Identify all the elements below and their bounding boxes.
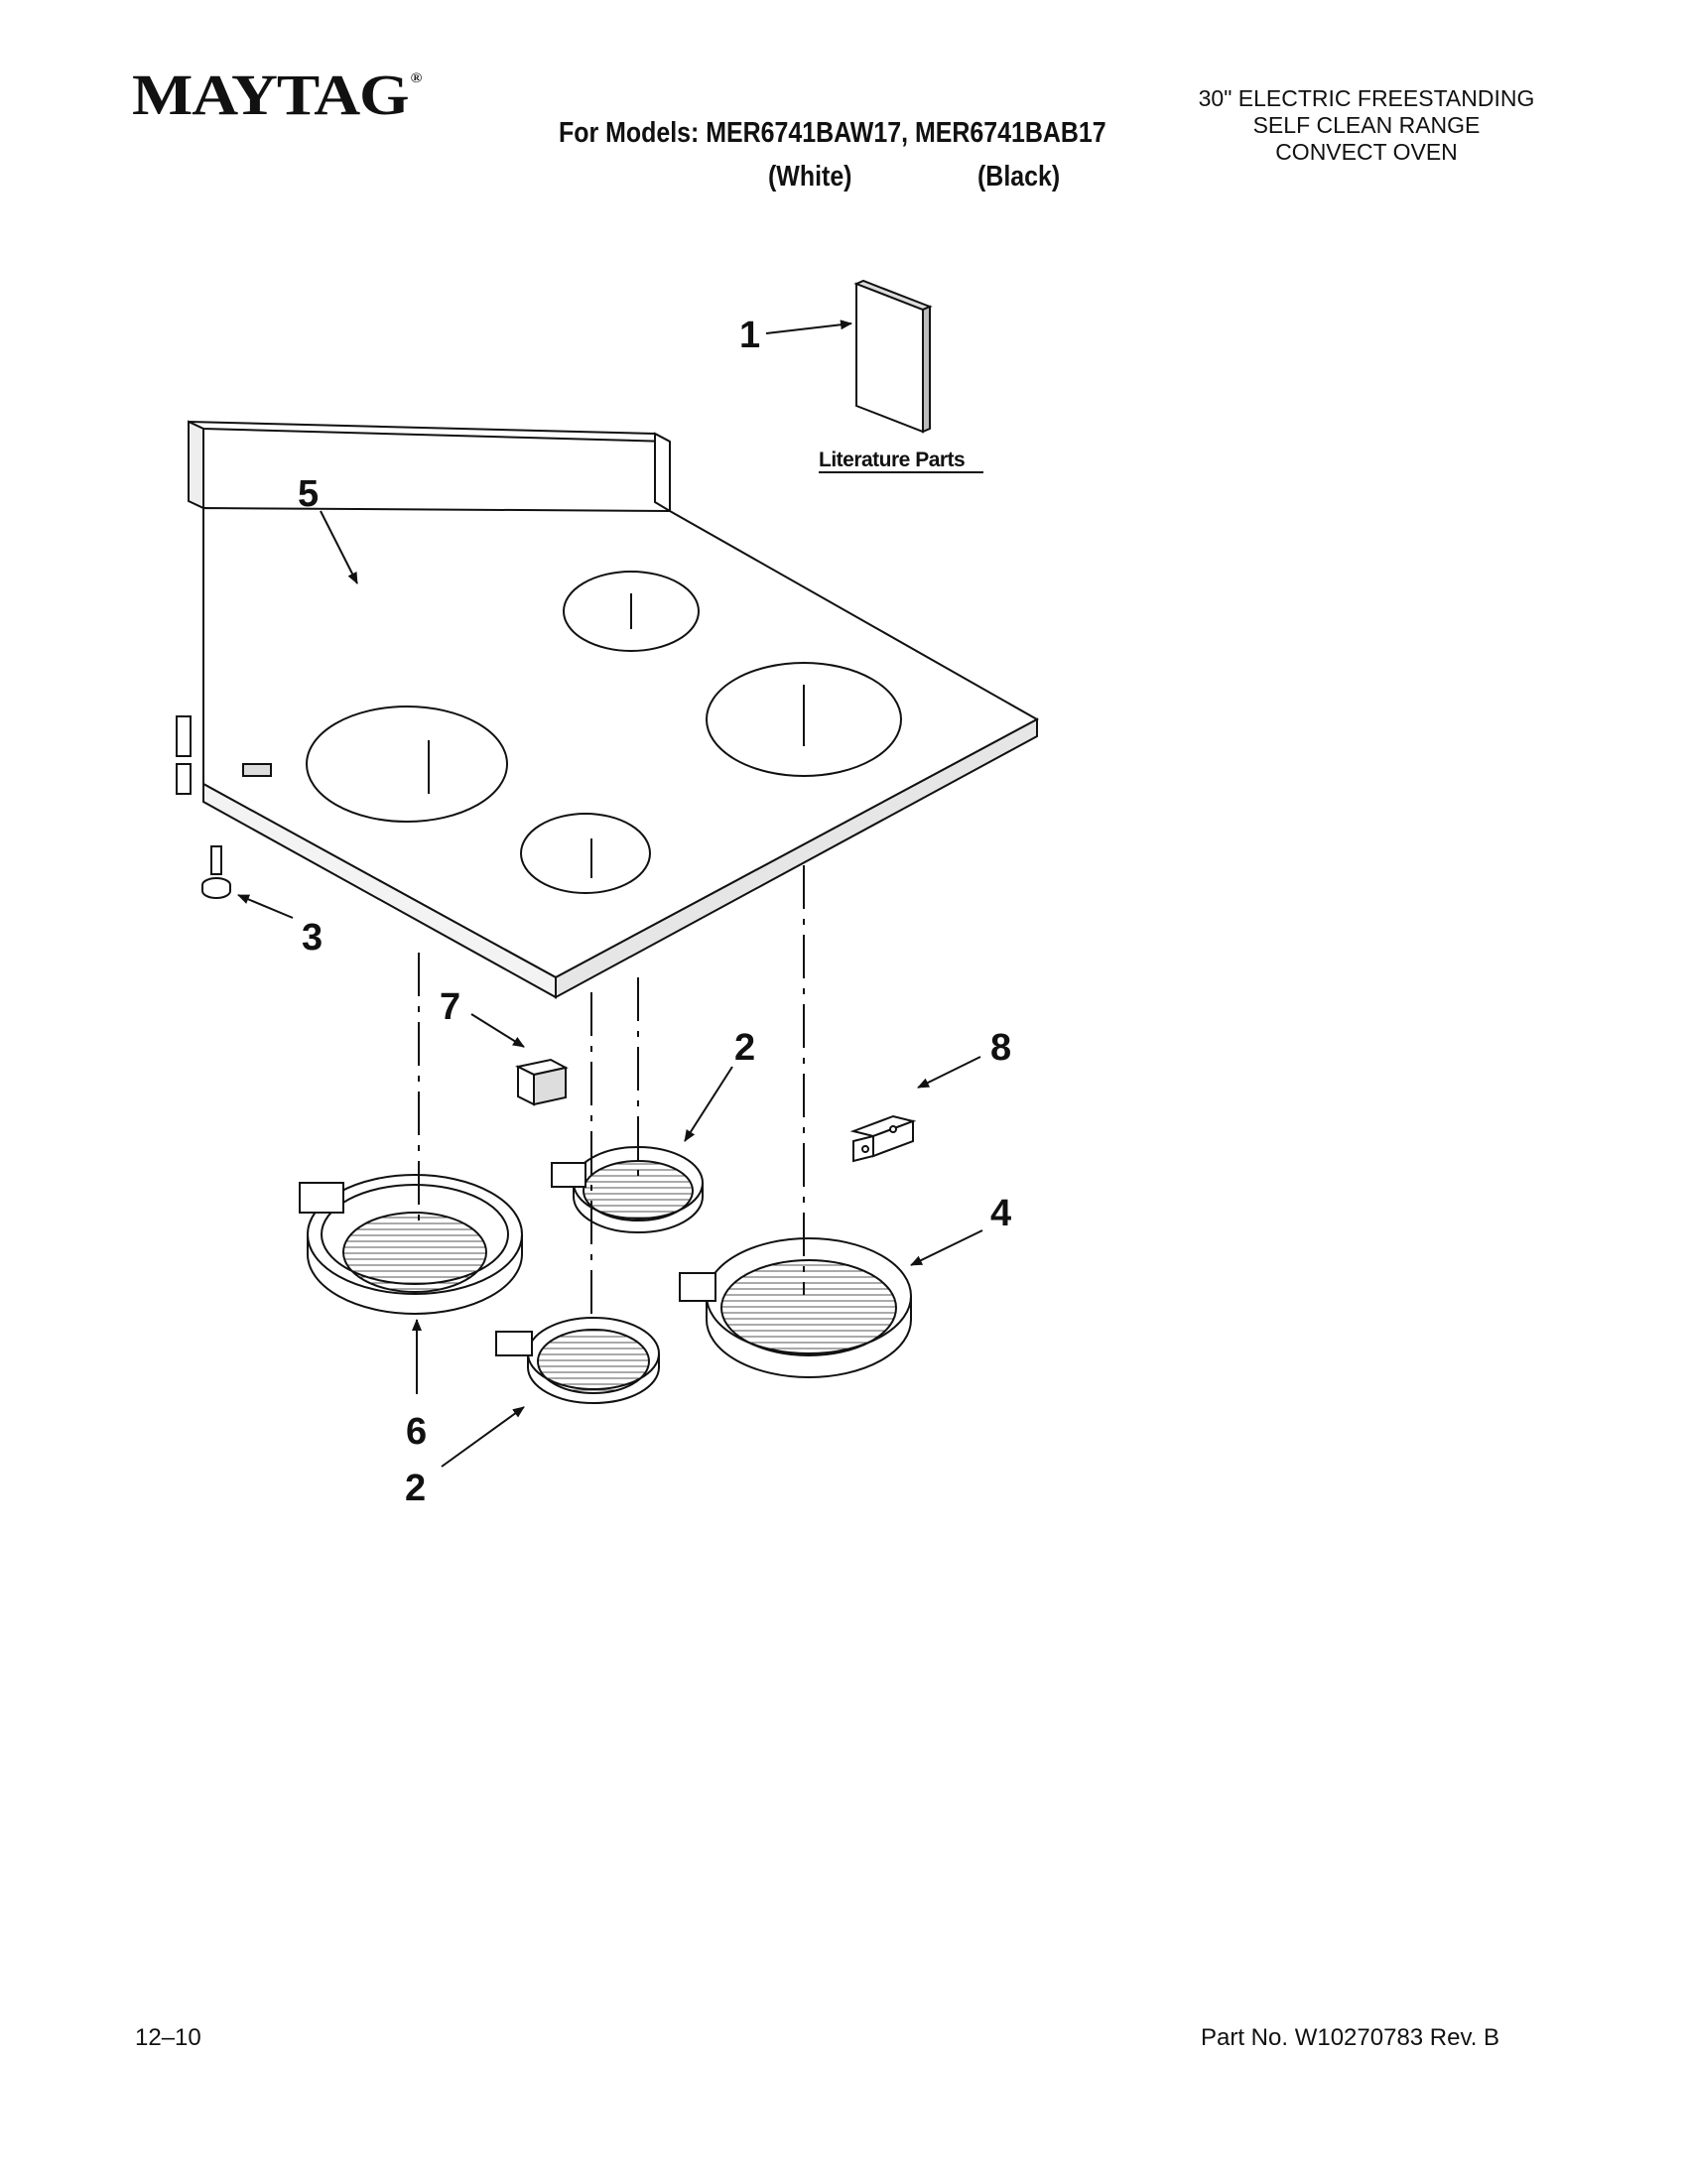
- callout-6: 6: [406, 1411, 427, 1453]
- cooktop-main-top: [176, 420, 1040, 999]
- product-title: 30" ELECTRIC FREESTANDING SELF CLEAN RAN…: [1163, 85, 1570, 166]
- literature-parts-label: Literature Parts: [819, 449, 965, 471]
- part-number: Part No. W10270783 Rev. B: [1201, 2024, 1500, 2051]
- alignment-lines: [418, 865, 805, 1320]
- callout-3: 3: [302, 917, 323, 959]
- color-white-label: (White): [768, 161, 852, 193]
- date-code: 12–10: [135, 2024, 201, 2051]
- mounting-bracket: [849, 1114, 917, 1163]
- element-small-upper: [551, 1146, 704, 1233]
- callout-4: 4: [990, 1193, 1011, 1234]
- product-title-line-2: SELF CLEAN RANGE: [1252, 112, 1481, 138]
- registered-mark: ®: [410, 71, 423, 86]
- callout-2-upper: 2: [734, 1027, 755, 1069]
- callout-5: 5: [298, 473, 319, 515]
- brand-name: MAYTAG: [132, 63, 410, 127]
- leader-arrows: [237, 320, 983, 1468]
- burner-zones: [306, 571, 902, 894]
- element-small-lower: [495, 1317, 660, 1404]
- element-large-left: [299, 1174, 523, 1315]
- color-black-label: (Black): [977, 161, 1061, 193]
- spacer-block: [514, 1058, 569, 1106]
- maytag-logo: MAYTAG®: [132, 62, 423, 128]
- product-title-line-3: CONVECT OVEN: [1275, 139, 1458, 165]
- callout-7: 7: [440, 986, 460, 1028]
- callout-2-lower: 2: [405, 1468, 426, 1509]
- element-large-right: [679, 1237, 912, 1378]
- knob-post: [201, 845, 231, 899]
- literature-booklet: [853, 279, 933, 434]
- callout-1: 1: [739, 315, 760, 356]
- callout-8: 8: [990, 1027, 1011, 1069]
- product-title-line-1: 30" ELECTRIC FREESTANDING: [1198, 85, 1535, 111]
- models-line: For Models: MER6741BAW17, MER6741BAB17: [559, 117, 1106, 149]
